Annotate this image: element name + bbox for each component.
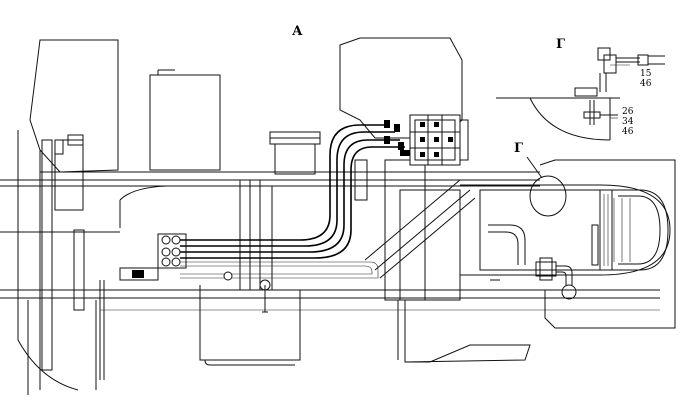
view-label-a: А (292, 24, 303, 39)
right-wheel-outline (339, 37, 531, 363)
callout-15: 15 (640, 69, 652, 79)
left-wheel-outline (17, 39, 119, 395)
tank-box (149, 69, 221, 171)
callout-46-lower: 46 (622, 127, 634, 137)
callout-46-upper: 46 (640, 79, 652, 89)
rear-housing (460, 159, 676, 329)
diagonal-brace (364, 179, 476, 279)
inset-detail-g (496, 47, 665, 141)
hose-bundle (180, 124, 405, 279)
frame-posts (41, 134, 461, 390)
detail-label-inset: Г (556, 37, 565, 52)
valve-block (384, 114, 469, 166)
callout-34: 34 (622, 117, 634, 127)
callout-26: 26 (622, 107, 634, 117)
detail-label-main: Г (514, 141, 523, 156)
lower-box (199, 285, 301, 366)
detail-g-circle (526, 156, 567, 217)
seat-bracket (269, 131, 321, 175)
hose-fittings (119, 233, 271, 313)
